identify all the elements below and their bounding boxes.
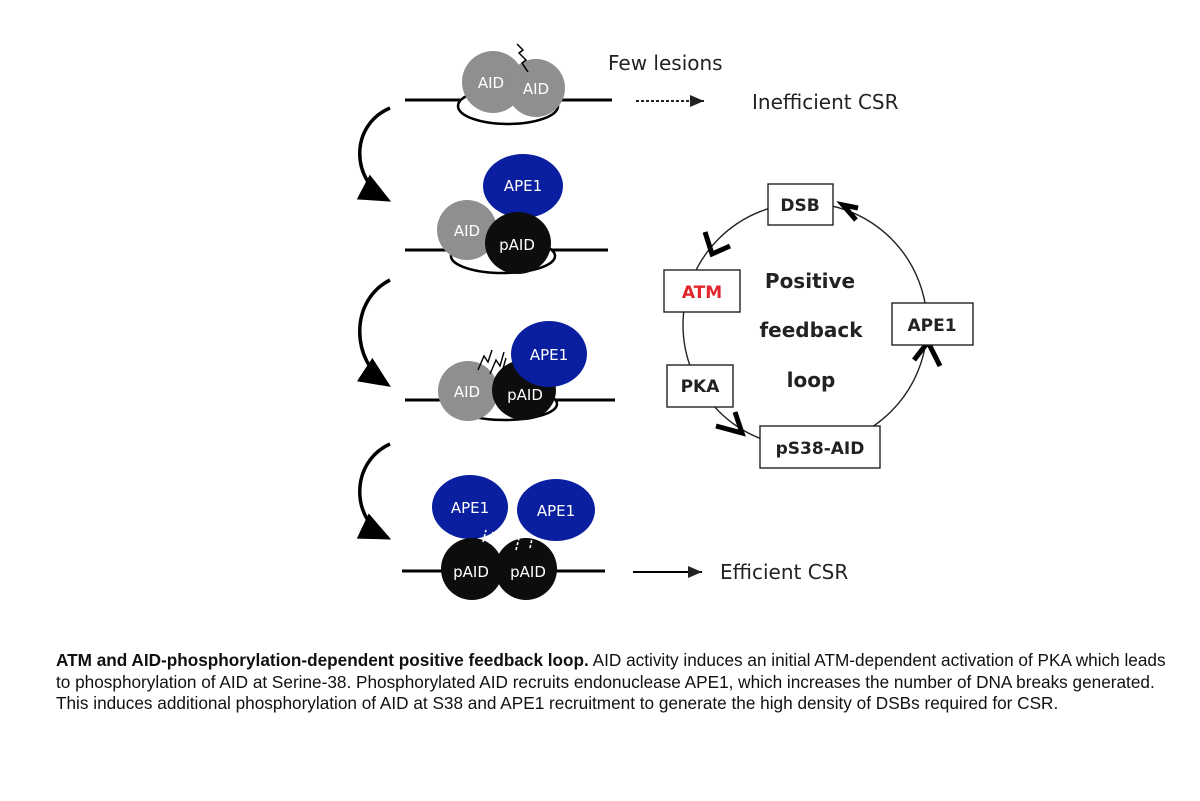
lesion-icon [516, 43, 529, 73]
node-ape1-label: APE1 [907, 316, 956, 336]
node-dsb-label: DSB [780, 196, 819, 216]
node-pka: PKA [666, 364, 734, 408]
annotation-few-lesions: Few lesions [608, 51, 723, 75]
curved-arrow-icon [356, 442, 392, 540]
paid-protein [441, 538, 503, 600]
progression-arrows [356, 106, 392, 540]
paid-protein [495, 538, 557, 600]
aid-label: AID [454, 222, 480, 240]
ape1-protein [483, 154, 563, 218]
ape1-label: APE1 [537, 502, 575, 520]
loop-center-line-2: feedback [759, 318, 863, 342]
stage-1: AID AID Few lesions Inefficient CSR [405, 43, 899, 126]
stage-4: APE1 APE1 pAID pAID Efficient CSR [402, 475, 848, 600]
node-pka-label: PKA [681, 377, 721, 397]
lesion-icon [477, 349, 507, 375]
paid-label: pAID [507, 386, 543, 404]
aid-protein [437, 200, 497, 260]
paid-label: pAID [499, 236, 535, 254]
caption-body: AID activity induces an initial ATM-depe… [56, 650, 1166, 713]
curved-arrow-icon [356, 106, 392, 202]
aid-label: AID [478, 74, 504, 92]
paid-protein [485, 212, 551, 274]
node-atm-label: ATM [682, 283, 722, 303]
node-atm: ATM [663, 269, 741, 313]
ape1-protein [517, 479, 595, 541]
aid-protein [462, 51, 524, 113]
ape1-label: APE1 [530, 346, 568, 364]
caption-title: ATM and AID-phosphorylation-dependent po… [56, 650, 589, 670]
loop-center-line-3: loop [787, 368, 836, 392]
curved-arrow-icon [356, 278, 391, 387]
aid-label: AID [454, 383, 480, 401]
outcome-efficient-csr: Efficient CSR [720, 560, 848, 584]
stage-2: APE1 AID pAID [405, 154, 608, 275]
outcome-inefficient-csr: Inefficient CSR [752, 90, 899, 114]
csr-diagram: AID AID Few lesions Inefficient CSR APE1… [356, 43, 974, 600]
aid-label: AID [523, 80, 549, 98]
aid-protein [438, 361, 498, 421]
paid-label: pAID [510, 563, 546, 581]
loop-arrow-icon [702, 231, 732, 258]
feedback-loop: Positive feedback loop DSB ATM APE1 PKA … [663, 183, 974, 469]
lesion-icon [482, 527, 534, 551]
loop-arrow-icon [715, 411, 746, 437]
figure-caption: ATM and AID-phosphorylation-dependent po… [56, 650, 1176, 715]
ape1-protein [432, 475, 508, 539]
paid-label: pAID [453, 563, 489, 581]
ape1-label: APE1 [451, 499, 489, 517]
node-dsb: DSB [767, 183, 834, 226]
node-ps38-aid-label: pS38-AID [776, 439, 865, 459]
loop-center-line-1: Positive [765, 269, 855, 293]
node-ps38-aid: pS38-AID [759, 425, 881, 469]
node-ape1: APE1 [891, 302, 974, 346]
stage-3: APE1 AID pAID [405, 321, 615, 422]
aid-protein [507, 59, 565, 117]
ape1-protein [511, 321, 587, 387]
ape1-label: APE1 [504, 177, 542, 195]
loop-arrow-icon [836, 201, 859, 222]
